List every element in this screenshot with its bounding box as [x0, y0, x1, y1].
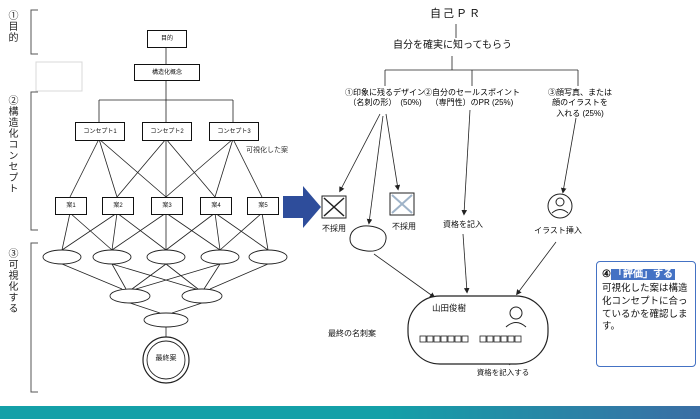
card-note-label: 資格を記入する [476, 368, 530, 377]
tree-concept-box-3: コンセプト3 [209, 122, 259, 141]
footer-bar [0, 406, 700, 419]
illustration-label: イラスト挿入 [534, 226, 582, 235]
evaluation-step-number: ④ [602, 269, 611, 280]
tree-concept-box-2: コンセプト2 [142, 122, 192, 141]
card-text-placeholder-squares [419, 335, 522, 343]
branch-heading-2: ②自分のセールスポイント （専門性）のPR (25%) [424, 88, 520, 108]
axis-label-purpose: ①目的 [6, 10, 17, 43]
axis-label-visualize: ③可視化する [6, 248, 17, 314]
final-card-shape [407, 295, 549, 365]
evaluation-title: ④「評価」する [602, 265, 690, 280]
evaluation-title-chip: 「評価」する [610, 269, 675, 280]
tree-concept-box-1: コンセプト1 [75, 122, 125, 141]
right-tree-connectors [384, 24, 579, 86]
chosen-card-shape [349, 225, 387, 252]
blank-label-box [35, 61, 83, 92]
visualized-drafts-label: 可視化した案 [246, 147, 288, 154]
x-mark-icon [323, 197, 345, 217]
rejected-shape-1 [321, 195, 347, 219]
axis-brackets [30, 9, 83, 393]
tree-draft-box-5: 案5 [247, 197, 279, 215]
qualification-label: 資格を記入 [443, 220, 483, 229]
tree-draft-box-1: 案1 [55, 197, 87, 215]
right-goal: 自分を確実に知ってもらう [393, 40, 512, 51]
transition-arrow [283, 186, 321, 228]
tree-draft-box-2: 案2 [102, 197, 134, 215]
rejected-shape-2 [389, 192, 415, 216]
right-title: 自己ＰＲ [430, 8, 482, 20]
evaluation-body: 可視化した案は構造化コンセプトに合っているかを確認します。 [602, 283, 688, 333]
branch-heading-1: ①印象に残るデザイン （名刺の形） (50%) [345, 88, 425, 108]
left-tree-draft-ovals [42, 249, 288, 328]
right-tree-arrows [339, 109, 577, 366]
left-tree-connectors [61, 46, 269, 337]
tree-draft-box-4: 案4 [200, 197, 232, 215]
card-name-text: 山田俊樹 [431, 303, 466, 313]
tree-draft-box-3: 案3 [151, 197, 183, 215]
tree-statement-box: 構造化概念 [134, 64, 200, 81]
tree-root-box: 目的 [147, 30, 187, 48]
x-mark-icon [391, 194, 413, 214]
evaluation-callout: ④「評価」する 可視化した案は構造化コンセプトに合っているかを確認します。 [596, 261, 696, 367]
final-plan-label: 最終案 [155, 355, 177, 362]
axis-label-structured: ②構造化コンセプト [6, 95, 17, 194]
final-plan-circle [142, 336, 190, 384]
final-card-label: 最終の名刺案 [328, 329, 376, 338]
card-face-icon [505, 306, 527, 328]
reject-label-1: 不採用 [322, 224, 346, 233]
branch-heading-3: ③顔写真、または 顔のイラストを 入れる (25%) [548, 88, 612, 118]
reject-label-2: 不採用 [392, 222, 416, 231]
face-illustration-icon [547, 193, 573, 219]
